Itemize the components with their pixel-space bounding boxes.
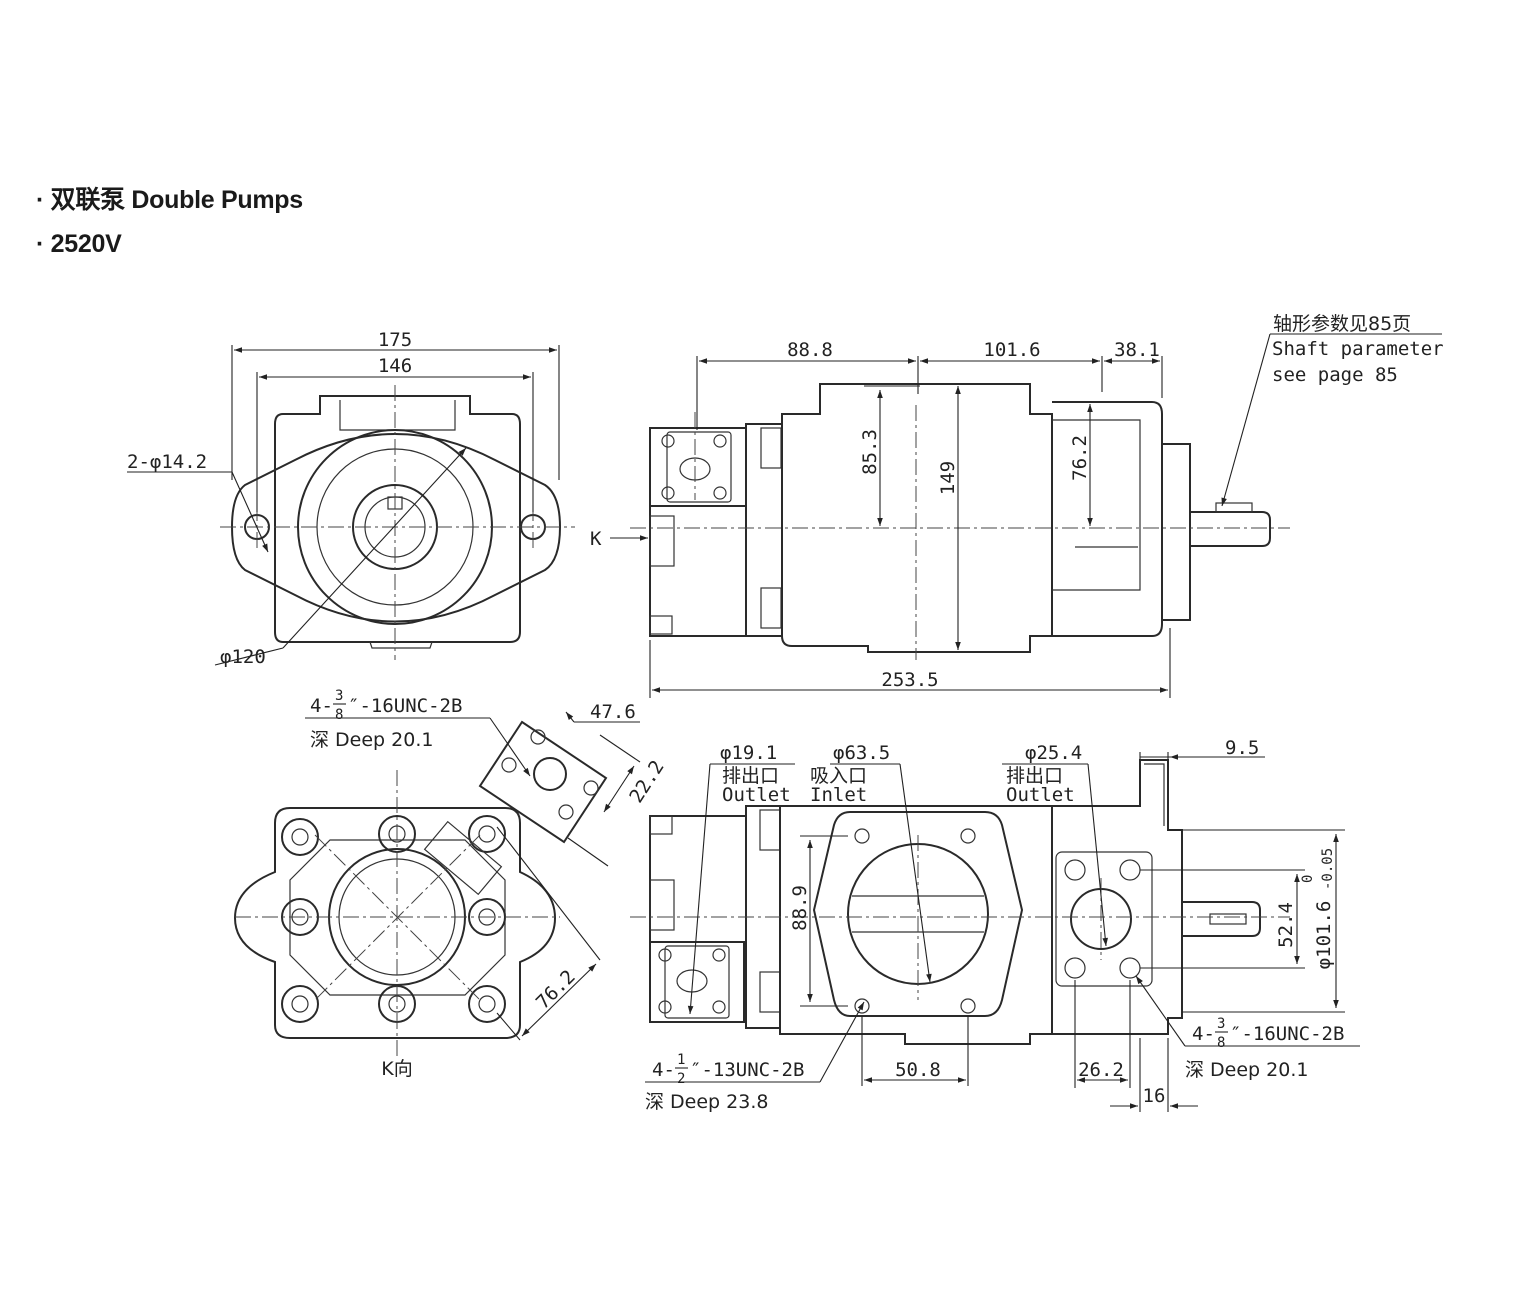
bottom-view: [630, 759, 1290, 1045]
side-shaft: [1190, 511, 1271, 547]
thread2-post: ″-16UNC-2B: [1230, 1023, 1344, 1045]
dim-9-5: 9.5: [1225, 737, 1259, 759]
bottom-outlet-flange-small: [649, 941, 745, 1023]
side-dimensions: 88.8 101.6 38.1 85.3 149 76.2 253.5 K 轴形…: [590, 313, 1444, 698]
dim-149: 149: [937, 461, 959, 495]
k-thread-post: ″-16UNC-2B: [348, 695, 462, 717]
k-view-detail-flange: [478, 720, 608, 844]
k-view: K向: [233, 720, 608, 1080]
outlet2-cn: 排出口: [1006, 765, 1063, 787]
dim-pilot-101-6: φ101.6: [1313, 901, 1335, 970]
front-housing: [274, 395, 521, 643]
dim-88-8: 88.8: [787, 339, 833, 361]
dim-253-5: 253.5: [881, 669, 938, 691]
bottom-outlet-flange-large: [1055, 851, 1153, 987]
dim-22-2: 22.2: [625, 757, 668, 807]
dim-50-8: 50.8: [895, 1059, 941, 1081]
dim-76-2-k: 76.2: [532, 966, 580, 1014]
outlet1-en: Outlet: [722, 784, 791, 806]
dim-175: 175: [378, 329, 412, 351]
dim-38-1: 38.1: [1114, 339, 1160, 361]
k-view-label: K向: [381, 1058, 412, 1080]
thread1-den: 2: [677, 1071, 685, 1087]
tol-upper: 0: [1300, 875, 1316, 883]
front-flange: [230, 433, 562, 623]
bottom-inlet-flange: [812, 811, 1024, 1017]
note-shaft-en1: Shaft parameter: [1272, 338, 1444, 360]
dim-146: 146: [378, 355, 412, 377]
dim-26-2: 26.2: [1078, 1059, 1124, 1081]
k-thread-den: 8: [335, 707, 343, 723]
dim-88-9: 88.9: [789, 885, 811, 931]
thread2-pre: 4-: [1192, 1023, 1215, 1045]
note-shaft-cn: 轴形参数见85页: [1273, 313, 1411, 335]
inlet-dia: φ63.5: [833, 742, 890, 764]
k-view-marker: K: [590, 528, 602, 550]
inlet-en: Inlet: [810, 784, 867, 806]
outlet1-cn: 排出口: [722, 765, 779, 787]
note-shaft-en2: see page 85: [1272, 364, 1398, 386]
title-double-pumps: · 双联泵 Double Pumps: [36, 186, 303, 214]
dim-52-4: 52.4: [1275, 902, 1297, 948]
k-thread-pre: 4-: [310, 695, 333, 717]
tol-lower: -0.05: [1320, 848, 1336, 890]
bottom-main-housing: [779, 805, 1053, 1045]
k-thread-num: 3: [335, 688, 343, 704]
k-thread-deep: 深 Deep 20.1: [310, 729, 433, 751]
k-view-housing: [233, 807, 557, 1039]
thread1-pre: 4-: [652, 1059, 675, 1081]
dim-16: 16: [1143, 1085, 1166, 1107]
inlet-cn: 吸入口: [810, 765, 867, 787]
front-dimensions: 175 146 2-φ14.2 φ120: [127, 329, 560, 668]
bottom-shaft: [1182, 901, 1261, 937]
title-model: · 2520V: [36, 230, 122, 258]
dim-2-holes: 2-φ14.2: [127, 451, 207, 473]
thread1-deep: 深 Deep 23.8: [645, 1091, 768, 1113]
front-view: [220, 385, 575, 660]
thread1-post: ″-13UNC-2B: [690, 1059, 804, 1081]
dim-76-2: 76.2: [1069, 435, 1091, 481]
dim-101-6: 101.6: [983, 339, 1040, 361]
thread2-num: 3: [1217, 1016, 1225, 1032]
dim-85-3: 85.3: [859, 429, 881, 475]
side-view: [630, 383, 1290, 660]
side-main-housing: [781, 383, 1053, 653]
bottom-dimensions: φ19.1 排出口 Outlet φ63.5 吸入口 Inlet φ25.4 排…: [645, 737, 1360, 1113]
dim-phi120: φ120: [220, 646, 266, 668]
outlet2-dia: φ25.4: [1025, 742, 1082, 764]
outlet2-en: Outlet: [1006, 784, 1075, 806]
outlet1-dia: φ19.1: [720, 742, 777, 764]
thread2-den: 8: [1217, 1035, 1225, 1051]
thread2-deep: 深 Deep 20.1: [1185, 1059, 1308, 1081]
thread1-num: 1: [677, 1052, 685, 1068]
k-view-dimensions: 4- 3 8 ″-16UNC-2B 深 Deep 20.1 47.6 22.2 …: [305, 688, 669, 1041]
dim-47-6: 47.6: [590, 701, 636, 723]
